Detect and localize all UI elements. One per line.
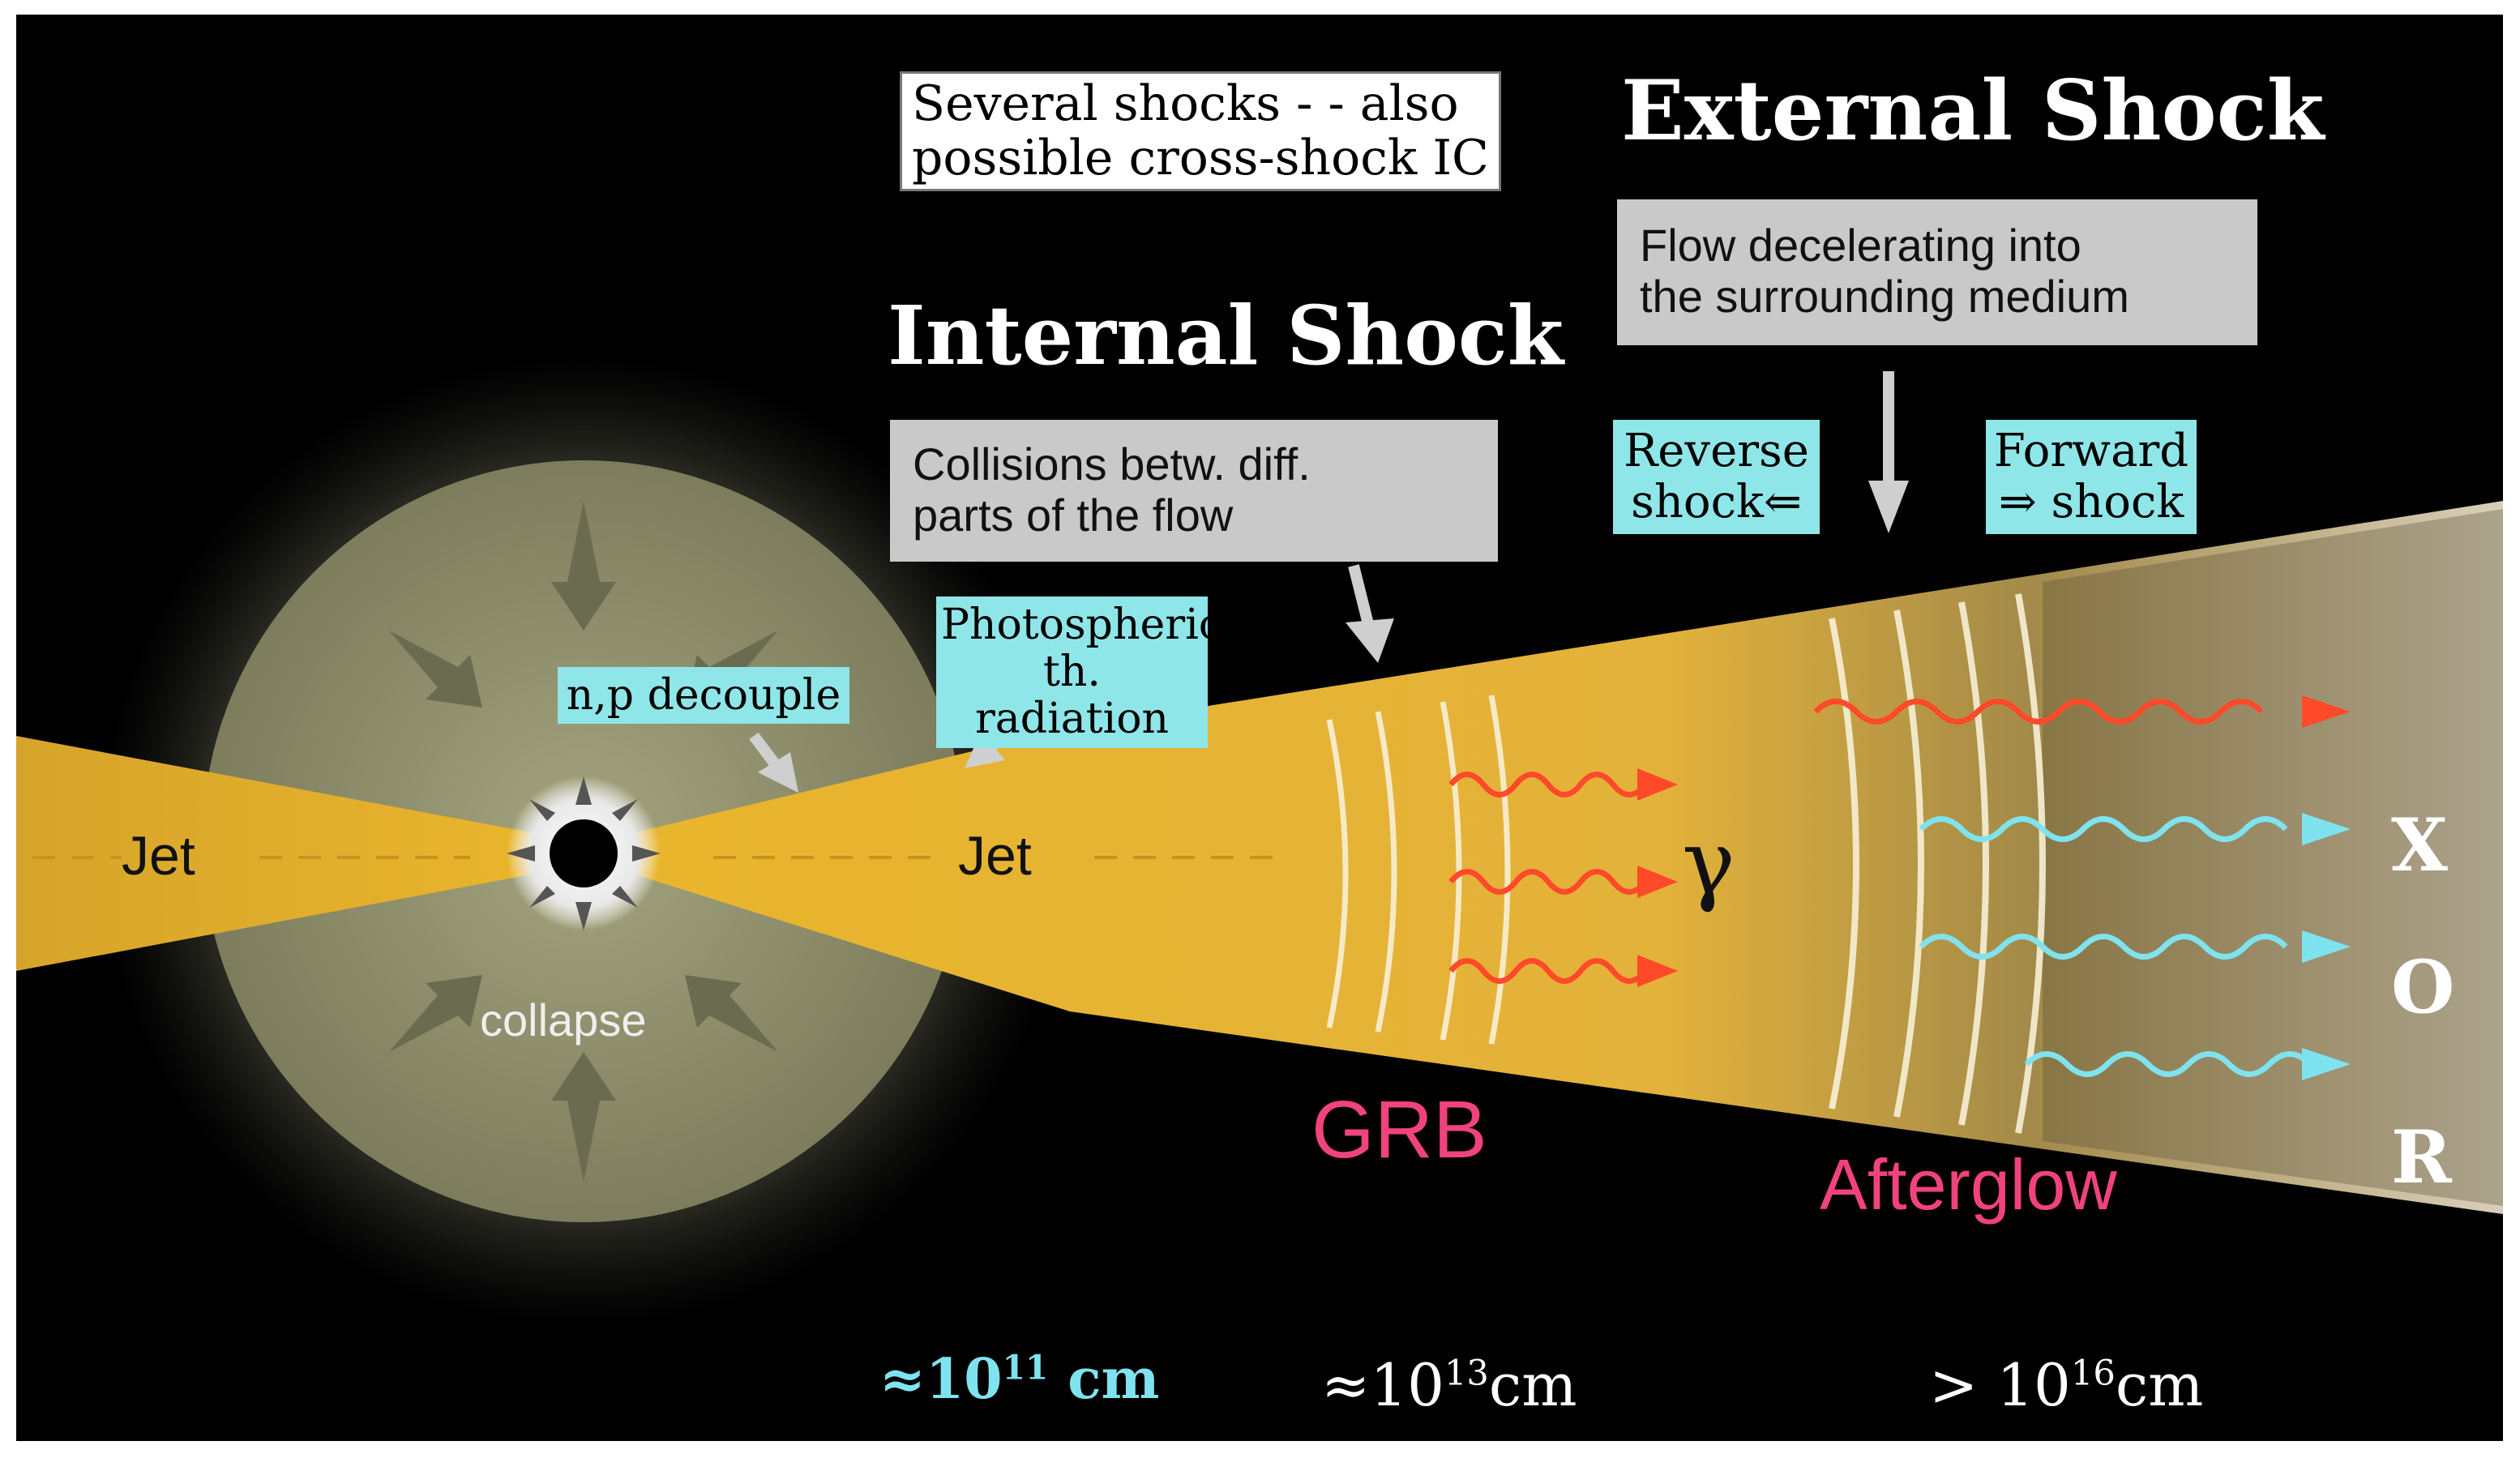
scale-external: > 1016cm xyxy=(1929,1350,2204,1419)
several-shocks-note: Several shocks - - also possible cross-s… xyxy=(900,71,1501,192)
external-shock-title: External Shock xyxy=(1621,62,2325,160)
collapse-label: collapse xyxy=(480,994,647,1046)
photospheric-label: Photospheric th. radiation xyxy=(936,597,1222,748)
scale-star: ≈1011 cm xyxy=(879,1347,1160,1413)
diagram-canvas: Several shocks - - also possible cross-s… xyxy=(16,15,2503,1441)
core-spikes xyxy=(507,776,661,930)
afterglow-label: Afterglow xyxy=(1820,1144,2117,1225)
left-jet xyxy=(16,736,535,971)
np-decouple-label: n,p decouple xyxy=(558,667,849,725)
scale-internal: ≈1013cm xyxy=(1321,1350,1577,1419)
pointer-arrows xyxy=(749,371,1909,793)
afterglow-red-wave xyxy=(1813,699,2264,725)
afterglow-cyan-waves xyxy=(1919,816,2312,1077)
internal-shock-title: Internal Shock xyxy=(888,288,1564,383)
black-hole xyxy=(550,819,618,887)
gamma-symbol: γ xyxy=(1682,810,1735,914)
forward-shock-label: Forward ⇒ shock xyxy=(1986,420,2197,535)
reverse-shock-label: Reverse shock⇐ xyxy=(1613,420,1820,535)
flow-decelerating-note: Flow decelerating into the surrounding m… xyxy=(1617,199,2257,345)
collisions-note: Collisions betw. diff. parts of the flow xyxy=(890,420,1498,562)
band-r-label: R xyxy=(2391,1114,2452,1200)
jet-label-left: Jet xyxy=(122,825,195,887)
gamma-ray-waves xyxy=(1448,772,1648,984)
jet-label-right: Jet xyxy=(958,825,1032,887)
grb-label: GRB xyxy=(1311,1084,1487,1175)
diagram-graphics xyxy=(16,355,2503,1328)
band-o-label: O xyxy=(2391,944,2455,1030)
band-x-label: X xyxy=(2391,802,2448,888)
